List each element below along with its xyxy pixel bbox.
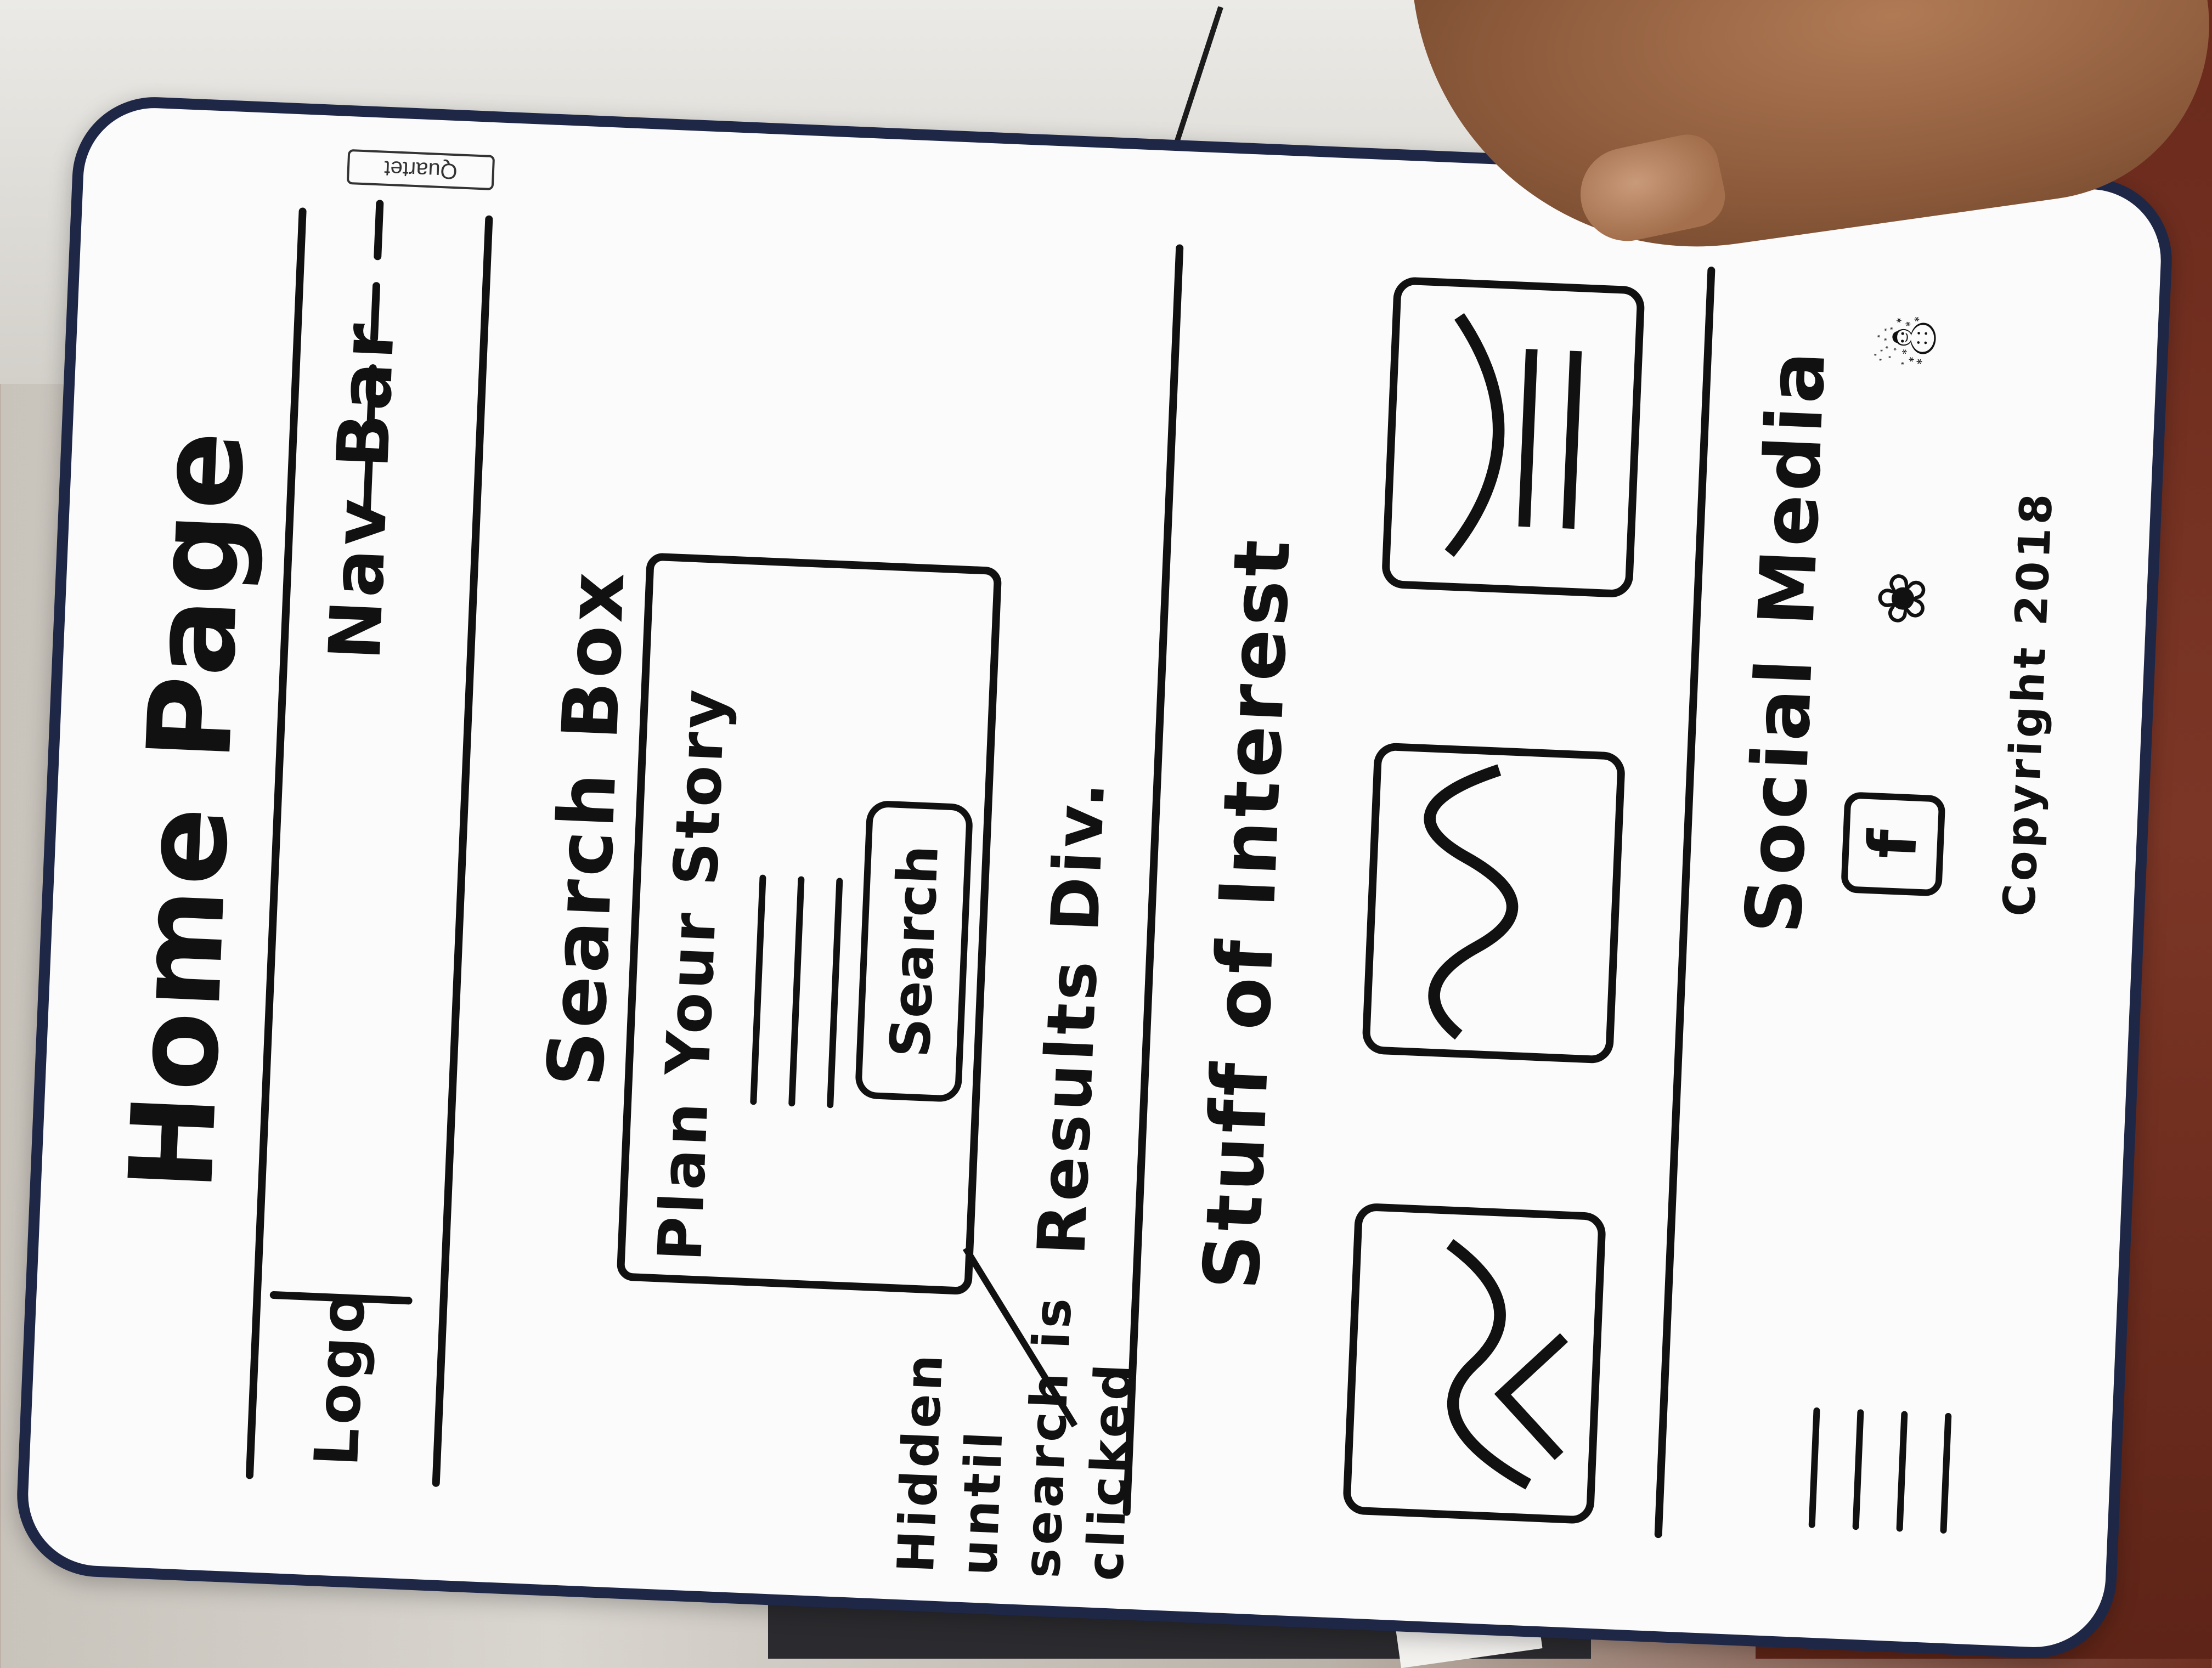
wireframe-sketch: Home Page Logo Nav Bar Search Box Plan Y… (78, 124, 2111, 1631)
logo-placeholder: Logo (301, 1287, 379, 1468)
whiteboard: Quartet Home Page Logo Nav Bar Search Bo… (14, 93, 2175, 1662)
nav-item-dash (373, 200, 384, 261)
divider-line (245, 207, 307, 1479)
stuff-of-interest-label: Stuff of Interest (1187, 535, 1308, 1292)
footer-link[interactable] (1940, 1412, 1952, 1534)
facebook-icon[interactable]: f (1841, 791, 1946, 897)
interest-image-placeholder[interactable] (1361, 742, 1626, 1064)
image-sketch-icon (1424, 764, 1519, 1040)
interest-image-placeholder[interactable] (1381, 276, 1645, 598)
footer-link[interactable] (1896, 1411, 1908, 1532)
footer-link[interactable] (1808, 1407, 1820, 1529)
results-div-label: Results Div. (1024, 777, 1120, 1257)
image-sketch-icon (1446, 1239, 1568, 1490)
search-box-label: Search Box (531, 567, 642, 1089)
social-media-label: Social Media (1729, 346, 1843, 936)
search-button[interactable]: Search (854, 800, 974, 1103)
snapchat-icon[interactable]: ☃ (1874, 309, 1953, 372)
copyright-text: Copyright 2018 (1993, 489, 2063, 918)
page-title: Home Page (104, 425, 270, 1194)
nav-bar-label: Nav Bar (313, 319, 411, 662)
twitter-icon[interactable]: ❀ (1863, 569, 1942, 628)
image-sketch-icon (1444, 313, 1582, 557)
divider-line (432, 215, 493, 1487)
footer-link[interactable] (1852, 1409, 1864, 1530)
interest-image-placeholder[interactable] (1342, 1202, 1607, 1525)
divider-line (1122, 244, 1184, 1516)
divider-line (1654, 266, 1716, 1539)
